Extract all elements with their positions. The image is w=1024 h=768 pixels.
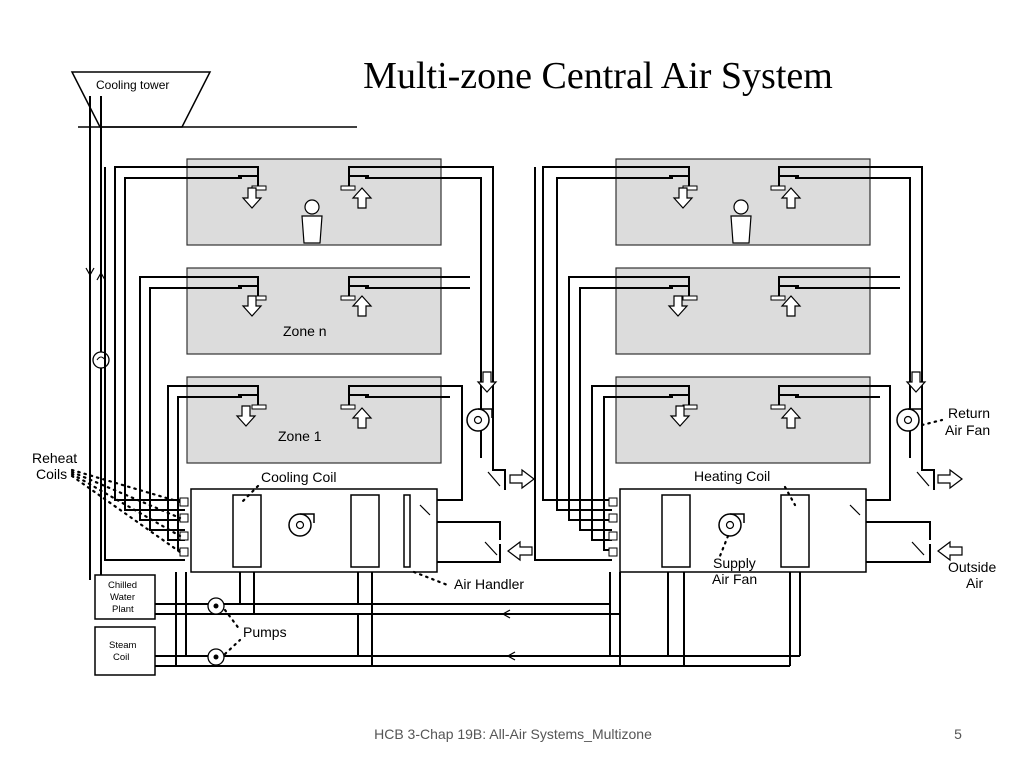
- heating-coil-label: Heating Coil: [694, 468, 770, 484]
- left-system: Zone n Zone 1 Cooling Coil: [104, 158, 535, 573]
- svg-text:Chilled: Chilled: [108, 580, 137, 591]
- slide-title: Multi-zone Central Air System: [363, 55, 833, 97]
- zone-n-label: Zone n: [283, 323, 327, 339]
- air-handler-right: [619, 488, 867, 573]
- occupant-icon-right: [730, 199, 752, 244]
- reheat-coils-label-line2: Coils: [36, 466, 67, 482]
- zone-1-label: Zone 1: [278, 428, 322, 444]
- air-handler-label: Air Handler: [454, 576, 524, 592]
- steam-coil-box: Steam Coil: [94, 626, 156, 676]
- water-piping: [155, 572, 801, 667]
- zone-box-middle-right: [615, 267, 871, 355]
- supply-air-fan-label-line1: Supply: [713, 555, 756, 571]
- zone-box-bottom-left: [186, 376, 442, 464]
- cooling-tower: Cooling tower: [70, 71, 357, 128]
- cooling-coil-label: Cooling Coil: [261, 469, 336, 485]
- cooling-tower-label: Cooling tower: [96, 78, 169, 92]
- air-handler-left: [190, 488, 438, 573]
- pump-icon-steam: [207, 648, 225, 666]
- reheat-coils-label-line1: Reheat: [32, 450, 77, 466]
- return-fan-icon-left: [466, 408, 493, 432]
- zone-box-middle-left: [186, 267, 442, 355]
- svg-text:Steam: Steam: [109, 640, 137, 651]
- svg-text:Plant: Plant: [112, 604, 134, 615]
- outside-air-label-line1: Outside: [948, 559, 996, 575]
- svg-text:Water: Water: [110, 592, 135, 603]
- supply-air-fan-label-line2: Air Fan: [712, 571, 757, 587]
- right-system: Heating Coil: [534, 158, 963, 573]
- outside-air-label-line2: Air: [966, 575, 983, 591]
- page-number: 5: [954, 726, 962, 742]
- pump-icon-chilled: [207, 597, 225, 615]
- occupant-icon-left: [301, 199, 323, 244]
- zone-box-bottom-right: [615, 376, 871, 464]
- return-air-fan-label-line2: Air Fan: [945, 422, 990, 438]
- return-fan-icon-right: [896, 408, 923, 432]
- pumps-label: Pumps: [243, 624, 287, 640]
- svg-text:Coil: Coil: [113, 652, 129, 663]
- chilled-water-plant: Chilled Water Plant: [94, 574, 156, 620]
- return-air-fan-label-line1: Return: [948, 405, 990, 421]
- slide-footer: HCB 3-Chap 19B: All-Air Systems_Multizon…: [374, 726, 652, 742]
